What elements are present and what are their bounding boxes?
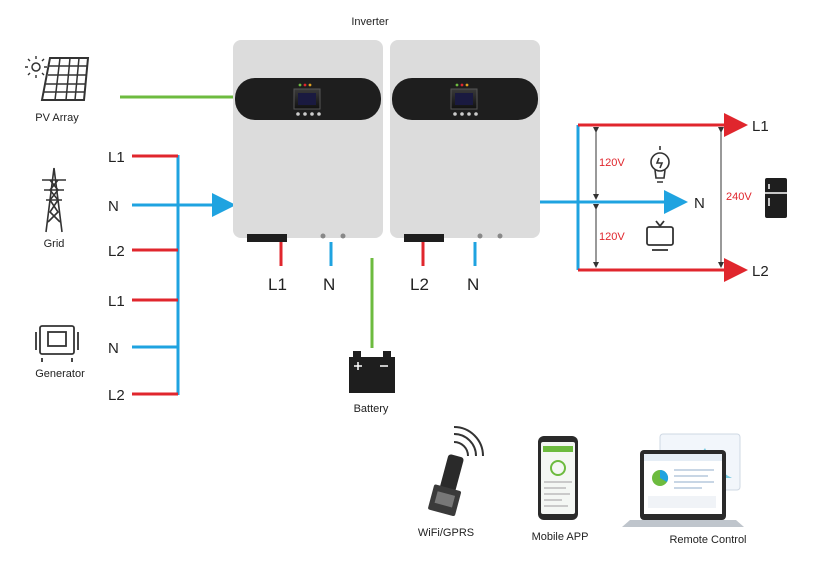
voltage-lower-label: 120V (599, 231, 625, 243)
remote-dashboard-icon (622, 433, 744, 527)
battery-icon (349, 351, 395, 393)
inv2-n-label: N (467, 275, 479, 294)
battery-label: Battery (354, 403, 389, 415)
mobile-phone-icon (538, 436, 578, 520)
gen-l2-label: L2 (108, 387, 125, 404)
grid-n-label: N (108, 198, 119, 215)
grid-l2-label: L2 (108, 243, 125, 260)
voltage-upper-label: 120V (599, 157, 625, 169)
load-l2-label: L2 (752, 263, 769, 280)
remote-label: Remote Control (669, 534, 746, 546)
load-n-label: N (694, 195, 705, 212)
grid-l1-label: L1 (108, 149, 125, 166)
inverter-label: Inverter (351, 16, 389, 28)
grid-tower-icon (42, 167, 66, 233)
voltage-measure-lines (593, 127, 724, 268)
inv1-n-label: N (323, 275, 335, 294)
inverter-unit-1 (233, 40, 383, 242)
light-bulb-icon (650, 146, 670, 183)
load-bus (540, 113, 748, 282)
inverter-unit-2 (390, 40, 540, 242)
solar-panel-icon (40, 57, 90, 101)
voltage-split-label: 240V (726, 191, 752, 203)
grid-label: Grid (44, 238, 65, 250)
gen-n-label: N (108, 340, 119, 357)
grid-bus (132, 154, 236, 396)
wifi-label: WiFi/GPRS (418, 527, 474, 539)
load-l1-label: L1 (752, 118, 769, 135)
gen-l1-label: L1 (108, 293, 125, 310)
pv-array-label: PV Array (35, 112, 79, 124)
wifi-dongle-icon (428, 426, 484, 517)
pv-array: PV Array (25, 56, 90, 124)
inv2-l2-label: L2 (410, 275, 429, 294)
tv-icon (646, 220, 674, 251)
generator-icon (35, 325, 79, 362)
inv1-l1-label: L1 (268, 275, 287, 294)
refrigerator-icon (765, 178, 787, 218)
generator-label: Generator (35, 368, 85, 380)
sun-icon (25, 56, 47, 78)
app-label: Mobile APP (532, 531, 589, 543)
